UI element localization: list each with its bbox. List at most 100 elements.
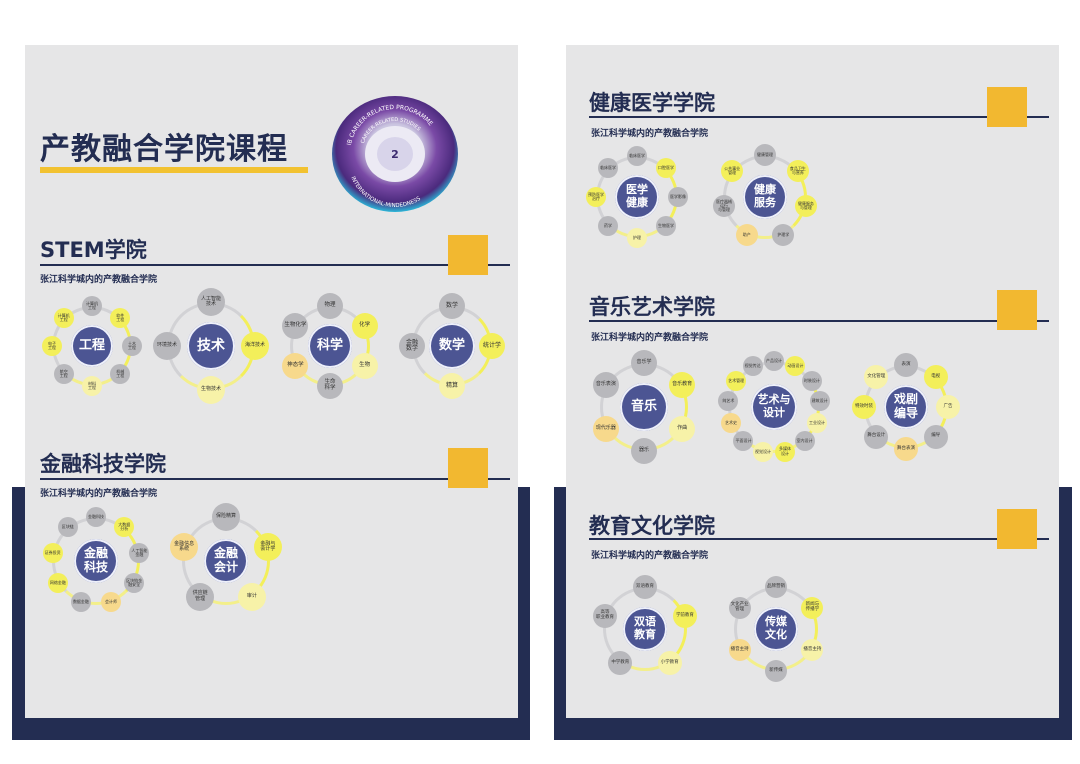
cluster-node: 金融与 会计学 bbox=[253, 533, 282, 562]
cluster-center: 工程 bbox=[71, 325, 113, 367]
cluster-node: 舞台表演 bbox=[894, 437, 918, 461]
cluster-node: 预防医学 治疗 bbox=[586, 187, 606, 207]
cluster-node: 播音主持 bbox=[801, 639, 824, 661]
cluster-node: 网络金融 bbox=[47, 573, 68, 593]
cluster-node: 审计 bbox=[237, 582, 266, 611]
cluster-node: 神态学 bbox=[282, 353, 309, 379]
cluster-node: 化学 bbox=[351, 313, 378, 339]
cluster-node: 器乐 bbox=[631, 438, 657, 464]
cluster-node: 药学 bbox=[598, 215, 618, 236]
cluster-node: 护理 bbox=[627, 228, 647, 248]
cluster-node: 时装设计 bbox=[801, 370, 822, 391]
cluster-node: 生命 科学 bbox=[317, 373, 343, 399]
cluster-node: 室内设计 bbox=[794, 431, 815, 452]
health-section-rule bbox=[589, 116, 1049, 118]
cluster-node: 计算机 工程 bbox=[82, 296, 102, 316]
cluster-node: 软件 工程 bbox=[110, 307, 131, 328]
cluster-center: 戏剧 编导 bbox=[884, 385, 928, 429]
cluster-node: 播音主持 bbox=[728, 639, 751, 661]
cluster-node: 助产 bbox=[735, 223, 758, 246]
stem-section-rule bbox=[40, 264, 510, 266]
cluster-node: 人工智能 金融 bbox=[129, 543, 150, 564]
cluster-node: 高等 职业教育 bbox=[593, 604, 618, 629]
cluster-node: 区块链 bbox=[57, 517, 78, 538]
cluster-center: 科学 bbox=[308, 324, 352, 368]
cluster-node: 保险精算 bbox=[212, 503, 240, 531]
cluster-node: 区块链金 融安全 bbox=[124, 573, 145, 593]
cluster-center: 艺术与 设计 bbox=[751, 384, 797, 430]
page-title: 产教融合学院课程 bbox=[40, 132, 288, 167]
cluster-node: 视觉设计 bbox=[752, 441, 773, 462]
cluster-node: 建筑设计 bbox=[809, 391, 830, 412]
cluster-node: 口腔医学 bbox=[655, 158, 676, 178]
cluster-node: 生物化学 bbox=[282, 313, 309, 339]
music-section-title: 音乐艺术学院 bbox=[589, 295, 715, 319]
cluster-node: 统计学 bbox=[479, 333, 505, 359]
stem-accent-square bbox=[448, 235, 488, 275]
cluster-node: 品牌营销 bbox=[765, 576, 787, 598]
cluster-node: 音乐教育 bbox=[669, 372, 696, 398]
cluster-node: 小学教育 bbox=[657, 650, 682, 675]
stem-section-title: STEM学院 bbox=[40, 238, 147, 262]
music-accent-square bbox=[997, 290, 1037, 330]
ib-programme-badge: IB CAREER-RELATED PROGRAMME CAREER-RELAT… bbox=[330, 94, 460, 214]
health-section-title: 健康医学学院 bbox=[589, 91, 715, 115]
cluster-node: 作曲 bbox=[669, 416, 696, 442]
svg-text:2: 2 bbox=[391, 148, 399, 161]
cluster-node: 多媒体 设计 bbox=[775, 441, 795, 462]
fintech-section-title: 金融科技学院 bbox=[40, 452, 166, 476]
edu-section-rule bbox=[589, 538, 1049, 540]
cluster-node: 证券投资 bbox=[42, 543, 63, 564]
title-underline bbox=[40, 167, 308, 173]
cluster-center: 金融 会计 bbox=[204, 539, 248, 583]
cluster-node: 视觉传达 bbox=[742, 356, 763, 377]
cluster-center: 音乐 bbox=[620, 383, 668, 431]
health-section-subtitle: 张江科学城内的产教融合学院 bbox=[591, 129, 709, 139]
cluster-node: 金融科技 bbox=[86, 507, 106, 527]
cluster-node: 学前教育 bbox=[672, 604, 697, 629]
cluster-node: 护理学 bbox=[772, 223, 795, 246]
cluster-node: 文化管理 bbox=[864, 365, 889, 390]
cluster-node: 健康服务 与管理 bbox=[794, 195, 817, 218]
cluster-node: 大数据 分析 bbox=[114, 517, 135, 538]
cluster-node: 生物技术 bbox=[197, 376, 225, 404]
cluster-node: 公共事业 管理 bbox=[721, 159, 744, 182]
edu-section-subtitle: 张江科学城内的产教融合学院 bbox=[591, 551, 709, 561]
cluster-node: 广告 bbox=[936, 395, 960, 419]
cluster-node: 音乐学 bbox=[631, 350, 657, 376]
cluster-node: 数学 bbox=[439, 293, 465, 319]
cluster-node: 健康管理 bbox=[754, 144, 776, 166]
cluster-node: 数据金融 bbox=[70, 592, 91, 613]
cluster-node: 材料 工程 bbox=[82, 376, 102, 396]
health-accent-square bbox=[987, 87, 1027, 127]
cluster-node: 工业设计 bbox=[807, 413, 827, 434]
cluster-node: 电子 工程 bbox=[42, 336, 62, 356]
stem-section-subtitle: 张江科学城内的产教融合学院 bbox=[40, 275, 158, 285]
edu-accent-square bbox=[997, 509, 1037, 549]
cluster-center: 数学 bbox=[429, 323, 475, 369]
cluster-center: 传媒 文化 bbox=[754, 607, 798, 651]
cluster-node: 编导 bbox=[923, 424, 948, 449]
cluster-node: 生物医学 bbox=[655, 215, 676, 236]
cluster-node: 医学影像 bbox=[668, 187, 688, 207]
cluster-node: 纯艺术 bbox=[718, 391, 739, 412]
cluster-node: 舞台设计 bbox=[864, 424, 889, 449]
cluster-node: 海洋技术 bbox=[241, 332, 269, 360]
edu-section-title: 教育文化学院 bbox=[589, 514, 715, 538]
music-section-rule bbox=[589, 320, 1049, 322]
cluster-center: 技术 bbox=[187, 322, 235, 370]
cluster-node: 双语教育 bbox=[633, 575, 657, 599]
cluster-node: 医疗器械 运行 与管理 bbox=[713, 195, 736, 218]
cluster-center: 医学 健康 bbox=[615, 175, 659, 219]
cluster-node: 精算 bbox=[439, 373, 465, 399]
cluster-node: 平面设计 bbox=[733, 431, 754, 452]
cluster-node: 艺术管理 bbox=[726, 370, 747, 391]
cluster-node: 表演 bbox=[894, 353, 918, 377]
cluster-node: 临床医学 bbox=[627, 146, 647, 166]
cluster-center: 金融 科技 bbox=[74, 539, 118, 583]
cluster-node: 供应链 管理 bbox=[186, 582, 215, 611]
cluster-node: 中学教育 bbox=[608, 650, 633, 675]
fintech-section-subtitle: 张江科学城内的产教融合学院 bbox=[40, 489, 158, 499]
fintech-section-rule bbox=[40, 478, 510, 480]
cluster-node: 生物 bbox=[351, 353, 378, 379]
